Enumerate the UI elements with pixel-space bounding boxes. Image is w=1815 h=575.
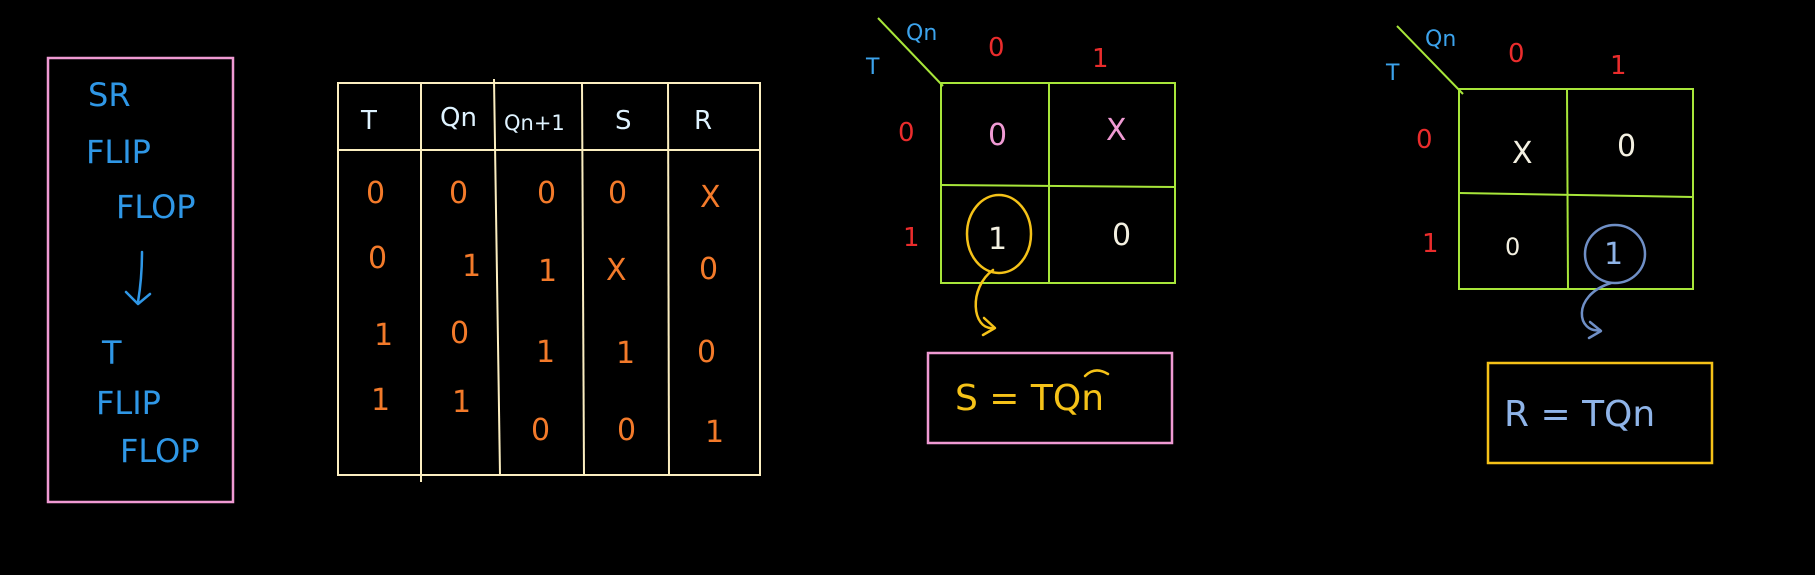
- kmap-r-row-header: 0: [1416, 125, 1433, 155]
- cell: 0: [608, 176, 627, 211]
- table-row: 1 0 1 1 0: [374, 316, 716, 371]
- truth-table-col-divider: [493, 78, 501, 476]
- kmap-s-col-header: 0: [988, 33, 1005, 63]
- curved-arrow-icon: [974, 268, 997, 337]
- kmap-s-cell: X: [1106, 113, 1127, 148]
- kmap-r-group-circle: [1583, 223, 1647, 285]
- table-row: 0 0 0 0 X: [366, 176, 721, 215]
- cell: 1: [536, 335, 555, 370]
- kmap-s-col-header: 1: [1092, 44, 1109, 74]
- kmap-s-grid-divider: [940, 184, 1176, 188]
- curved-arrow-icon: [1580, 281, 1613, 340]
- kmap-r-col-header: 0: [1508, 39, 1525, 69]
- cell: 0: [531, 413, 550, 448]
- kmap-r-cell: 0: [1505, 233, 1520, 261]
- cell: 0: [368, 241, 387, 276]
- cell: 1: [462, 249, 481, 284]
- kmap-r-grid: [1458, 88, 1694, 290]
- kmap-s-row-var: T: [865, 55, 880, 80]
- cell: 1: [371, 383, 390, 418]
- cell: X: [700, 180, 721, 215]
- truth-table-col-divider: [667, 82, 670, 476]
- header-t: T: [360, 106, 377, 136]
- flop-label-1: FLOP: [116, 188, 196, 226]
- down-arrow-icon: [124, 250, 152, 306]
- kmap-r-cell: 1: [1604, 237, 1623, 272]
- cell: 0: [699, 252, 718, 287]
- flop-label-2: FLOP: [120, 432, 200, 470]
- cell: 0: [697, 335, 716, 370]
- cell: 0: [450, 316, 469, 351]
- kmap-s-cell: 0: [1112, 218, 1131, 253]
- kmap-r-grid-divider: [1566, 88, 1569, 290]
- truth-table-col-divider: [581, 82, 585, 476]
- header-qn-plus-1: Qn+1: [504, 111, 565, 135]
- truth-table: T Qn Qn+1 S R 0 0 0 0 X 0 1 1 X 0 1 0 1 …: [337, 78, 761, 482]
- cell: 0: [537, 176, 556, 211]
- cell: 1: [452, 385, 471, 420]
- kmap-s-col-var: Qn: [906, 21, 937, 46]
- kmap-s-cell: 0: [988, 118, 1007, 153]
- kmap-r-row-var: T: [1385, 61, 1400, 86]
- flip-label-2: FLIP: [96, 384, 161, 422]
- kmap-s-cell: 1: [988, 222, 1007, 257]
- sr-label: SR: [88, 76, 131, 114]
- kmap-r-col-var: Qn: [1425, 27, 1456, 52]
- kmap-r-equation-box: [1486, 361, 1714, 465]
- cell: 0: [449, 176, 468, 211]
- kmap-s-row-header: 1: [903, 223, 920, 253]
- kmap-s-equation: S = TQn: [955, 378, 1104, 419]
- kmap-r-cell: X: [1512, 136, 1533, 171]
- kmap-s-corner-line: [877, 17, 944, 87]
- kmap-s-group-circle: [965, 193, 1033, 275]
- header-qn: Qn: [440, 103, 477, 133]
- kmap-s-equation-box: [926, 351, 1174, 445]
- cell: 1: [374, 318, 393, 353]
- cell: X: [606, 253, 627, 288]
- kmap-r-row-header: 1: [1422, 229, 1439, 259]
- cell: 1: [538, 254, 557, 289]
- t-label: T: [101, 334, 122, 372]
- kmap-s-row-header: 0: [898, 118, 915, 148]
- cell: 0: [366, 176, 385, 211]
- table-row: 0 1 1 X 0: [368, 241, 718, 289]
- kmap-s: Qn T 0 1 0 1 0 X 1 0 S = TQn: [865, 17, 1176, 445]
- complement-bar: [1083, 369, 1110, 378]
- kmap-r: Qn T 0 1 0 1 X 0 0 1 R = TQn: [1385, 25, 1714, 465]
- conversion-box-border: [46, 56, 235, 504]
- kmap-r-col-header: 1: [1610, 51, 1627, 81]
- kmap-r-cell: 0: [1617, 129, 1636, 164]
- cell: 1: [616, 336, 635, 371]
- kmap-r-grid-divider: [1458, 192, 1694, 198]
- header-r: R: [694, 106, 712, 136]
- kmap-r-equation: R = TQn: [1504, 394, 1655, 435]
- table-row: 1 1 0 0 1: [371, 383, 724, 450]
- cell: 0: [617, 413, 636, 448]
- kmap-s-grid: [940, 82, 1176, 284]
- conversion-box: SR FLIP FLOP T FLIP FLOP: [46, 56, 235, 504]
- flip-label-1: FLIP: [86, 133, 151, 171]
- kmap-r-corner-line: [1396, 25, 1464, 95]
- cell: 1: [705, 415, 724, 450]
- header-s: S: [615, 106, 632, 136]
- truth-table-border: [337, 82, 761, 476]
